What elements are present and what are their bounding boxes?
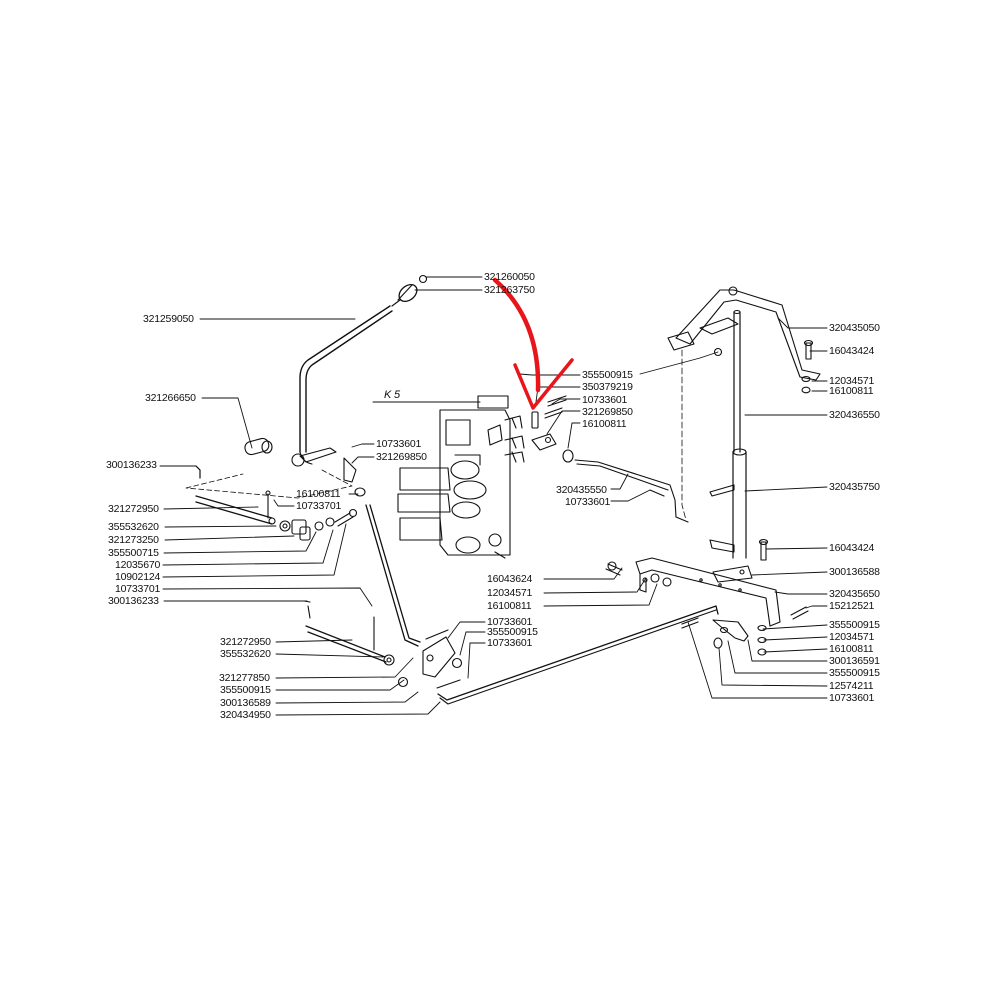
control-valve-block [372,395,525,559]
part-label: 10733601 [829,692,875,704]
part-label: 355500915 [487,626,538,638]
part-label: 16043424 [829,345,875,357]
part-label: 321260050 [484,271,535,283]
control-lever [299,274,428,465]
leader-lines [159,276,828,716]
part-label: 321277850 [219,672,270,684]
part-label: 355532620 [220,648,271,660]
part-label: 16043624 [487,573,533,585]
lever-pivot [185,437,353,499]
part-label: 16043424 [829,542,875,554]
part-label: 16100811 [296,488,341,500]
part-label: 355532620 [108,521,159,533]
part-label: 320435750 [829,481,880,493]
part-label: 320436550 [829,409,880,421]
part-label: 15212521 [829,600,875,612]
valve-block-tag: K 5 [384,389,400,401]
part-label: 12574211 [829,680,874,692]
valve-linkage-parts [531,395,689,523]
part-label: 12035670 [115,559,161,571]
part-label: 16100811 [829,643,874,655]
part-label: 355500915 [582,369,633,381]
part-label: 321273250 [108,534,159,546]
part-label: 300136589 [220,697,271,709]
part-label: 355500915 [220,684,271,696]
part-label: 320435650 [829,588,880,600]
lower-crossbar [605,557,809,656]
part-label: 12034571 [829,375,875,387]
part-label: 300136591 [829,655,880,667]
link-rod [437,605,719,705]
part-label: 321272950 [220,636,271,648]
part-label: 321269850 [582,406,633,418]
part-label: 321259050 [143,313,194,325]
part-label: 12034571 [487,587,533,599]
part-label: 320434950 [220,709,271,721]
part-label: 10733601 [376,438,422,450]
part-label: 10733601 [487,616,533,628]
push-rod [343,457,421,647]
part-label: 320435550 [556,484,607,496]
part-label: 321269850 [376,451,427,463]
part-label: 321272950 [108,503,159,515]
mounting-bracket [667,286,821,521]
part-label: 16100811 [829,385,874,397]
highlighted-part-label: 350379219 [582,381,633,393]
part-label: 355500915 [829,619,880,631]
part-label: 321266650 [145,392,196,404]
part-label: 355500915 [829,667,880,679]
part-label: 10902124 [115,571,161,583]
part-label: 321263750 [484,284,535,296]
part-label: 300136588 [829,566,880,578]
part-label: 10733601 [487,637,533,649]
part-label: 10733701 [296,500,342,512]
part-label: 16100811 [582,418,627,430]
part-label: 10733701 [115,583,161,595]
pivot-shaft-upper [195,490,358,541]
part-label: 12034571 [829,631,875,643]
part-label: 10733601 [565,496,611,508]
part-label: 300136233 [108,595,159,607]
part-label: 300136233 [106,459,157,471]
part-label: 10733601 [582,394,628,406]
annotation-arrow [492,277,574,410]
vertical-rod [733,309,741,453]
part-label: 320435050 [829,322,880,334]
pivot-shaft-lower [303,600,463,689]
part-label: 355500715 [108,547,159,559]
vertical-tube [709,448,769,583]
part-label: 16100811 [487,600,532,612]
